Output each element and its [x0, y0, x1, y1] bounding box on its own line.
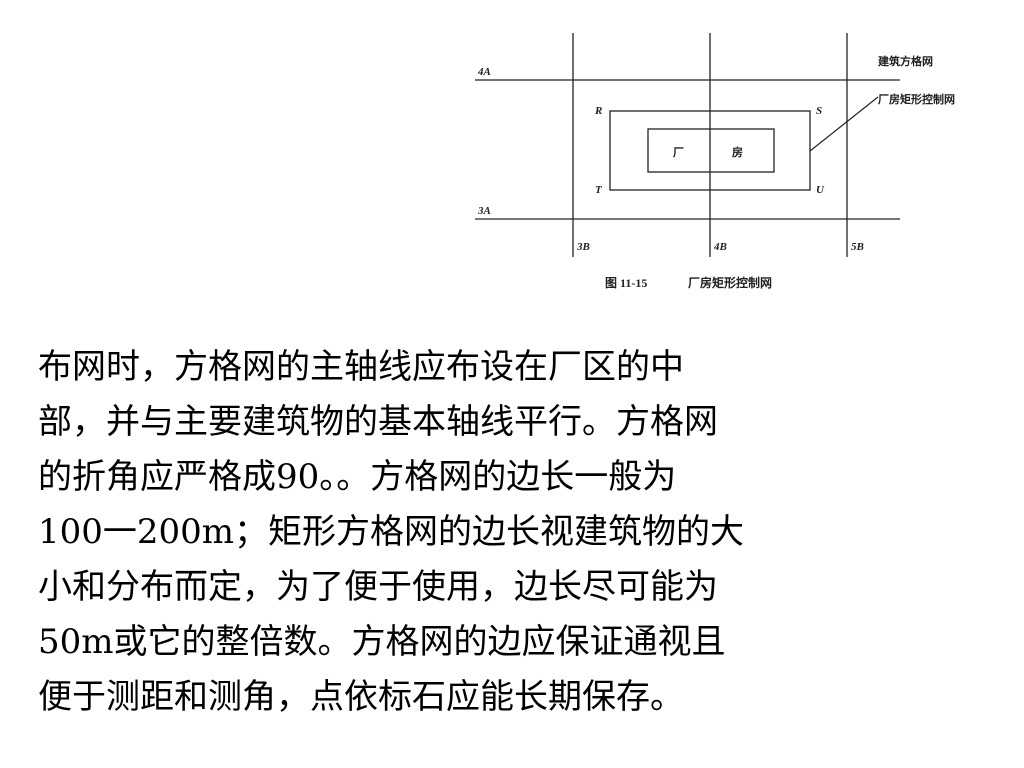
corner-r: R: [594, 105, 602, 117]
building-text-left: 厂: [673, 146, 684, 159]
label-4a: 4A: [477, 66, 491, 78]
paragraph-line: 便于测距和测角，点依标石应能长期保存。: [38, 677, 684, 717]
paragraph-line: 50m或它的整倍数。方格网的边应保证通视且: [38, 622, 726, 662]
label-4b: 4B: [713, 241, 727, 253]
paragraph-line: 部，并与主要建筑物的基本轴线平行。方格网: [38, 402, 718, 442]
caption-text: 厂房矩形控制网: [688, 275, 772, 290]
body-paragraph: 布网时，方格网的主轴线应布设在厂区的中 部，并与主要建筑物的基本轴线平行。方格网…: [38, 340, 958, 725]
paragraph-line: 布网时，方格网的主轴线应布设在厂区的中: [38, 347, 684, 387]
label-5b: 5B: [851, 241, 864, 253]
legend-control-label: 厂房矩形控制网: [878, 92, 955, 106]
label-3b: 3B: [576, 241, 590, 253]
paragraph-line: 的折角应严格成90。。方格网的边长一般为: [38, 457, 677, 497]
factory-building: [647, 128, 775, 173]
building-text-right: 房: [732, 145, 743, 159]
corner-t: T: [595, 184, 603, 196]
factory-control-network-figure: 4A 3A 3B 4B 5B R S T U 厂 房 建筑方格网 厂房矩形控制网…: [470, 25, 1010, 295]
legend-grid-label: 建筑方格网: [878, 54, 933, 68]
caption-number: 图 11-15: [605, 276, 647, 290]
label-3a: 3A: [477, 205, 491, 217]
leader-line: [809, 96, 879, 152]
paragraph-line: 小和分布而定，为了便于使用，边长尽可能为: [38, 567, 718, 607]
paragraph-line: 100一200m；矩形方格网的边长视建筑物的大: [38, 512, 745, 552]
control-network-diagram: 4A 3A 3B 4B 5B R S T U 厂 房 建筑方格网 厂房矩形控制网…: [475, 33, 955, 290]
corner-u: U: [816, 184, 825, 196]
corner-s: S: [816, 105, 822, 117]
